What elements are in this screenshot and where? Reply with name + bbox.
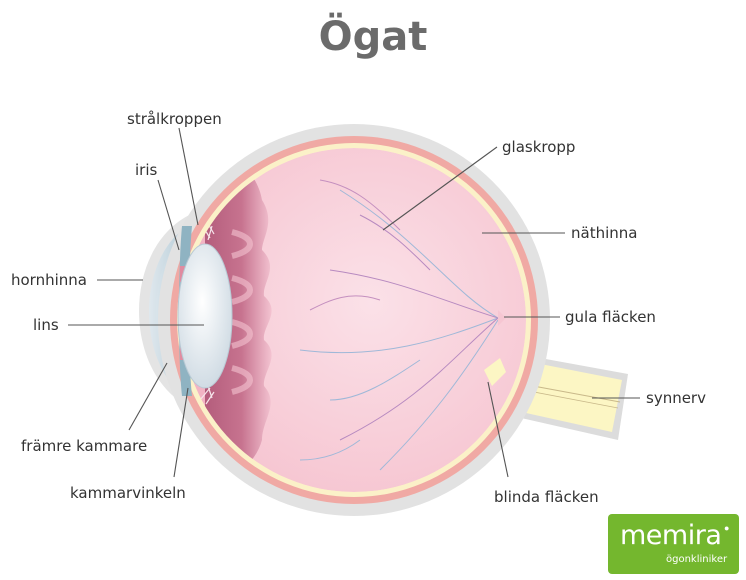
lens <box>177 243 233 389</box>
ciliary-body <box>205 150 272 488</box>
retinal-vessels <box>299 179 499 471</box>
label-iris: iris <box>135 161 158 179</box>
cornea <box>139 212 204 410</box>
brand-name: memira <box>620 520 722 551</box>
leader-lines <box>68 127 640 478</box>
label-kammarvinkeln: kammarvinkeln <box>70 484 186 502</box>
label-lins: lins <box>33 316 59 334</box>
label-synnerv: synnerv <box>646 389 706 407</box>
label-straalkroppen: strålkroppen <box>127 110 222 128</box>
page-title: Ögat <box>318 14 428 60</box>
label-glaskropp: glaskropp <box>502 138 575 156</box>
label-gula-flacken: gula fläcken <box>565 308 656 326</box>
brand-tagline: ögonkliniker <box>666 554 728 565</box>
label-nathinna: näthinna <box>571 224 637 242</box>
brand-dot-icon: ● <box>724 523 730 533</box>
label-blinda-flacken: blinda fläcken <box>494 488 599 506</box>
brand-logo: memira ● ögonkliniker <box>608 514 739 574</box>
label-hornhinna: hornhinna <box>11 271 87 289</box>
label-framre-kammare: främre kammare <box>21 437 147 455</box>
